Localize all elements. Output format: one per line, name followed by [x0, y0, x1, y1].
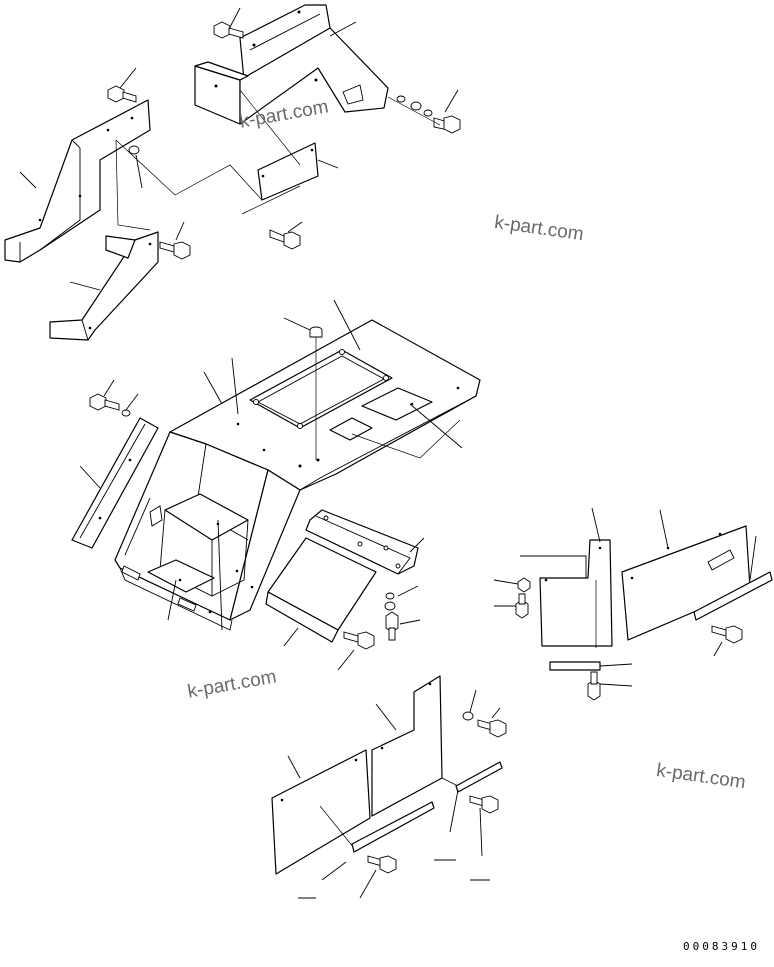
leader-line: [409, 537, 425, 553]
plug-icon: [309, 326, 323, 338]
leader-line: [283, 627, 299, 647]
bolt-icon: [711, 625, 743, 644]
leader-line: [333, 299, 361, 351]
leader-line: [79, 465, 101, 489]
centerline: [319, 805, 355, 849]
document-number: 00083910: [683, 940, 760, 953]
bolt-icon: [587, 671, 601, 701]
washer-icon: [462, 711, 474, 721]
leader-line: [469, 689, 477, 713]
left-frame: [4, 99, 151, 263]
leader-line: [359, 869, 377, 899]
lower-left-bracket: [49, 231, 159, 341]
right-angled-plate: [621, 525, 751, 641]
leader-line: [175, 221, 185, 241]
leader-line: [375, 703, 397, 731]
leader-line: [479, 807, 483, 857]
right-flat-plate: [520, 539, 613, 647]
leader-line: [449, 789, 459, 833]
leader-line: [119, 67, 137, 89]
bolt-icon: [469, 795, 499, 814]
leader-line: [713, 641, 723, 657]
leader-line: [103, 379, 115, 397]
bolt-icon: [213, 21, 244, 39]
bolt-icon: [367, 855, 397, 874]
centerline: [239, 89, 301, 166]
washer-icon: [128, 145, 140, 155]
bolt-icon: [269, 229, 301, 250]
leader-line: [321, 861, 347, 881]
upper-bracket-assembly: [194, 4, 389, 125]
leader-line: [167, 579, 177, 621]
centerline: [115, 139, 263, 201]
washer-stack-icon: [396, 95, 461, 134]
small-plate: [257, 142, 319, 201]
main-box-frame: [114, 319, 481, 631]
leader-line: [135, 154, 143, 189]
leader-line: [491, 707, 501, 719]
bolt-icon: [515, 593, 529, 619]
fastener-stack-icon: [384, 592, 399, 641]
leader-line: [599, 683, 633, 687]
leader-line: [591, 507, 601, 543]
bottom-strip: [351, 801, 435, 853]
lower-strip: [549, 661, 601, 671]
leader-line: [287, 221, 303, 233]
leader-line: [125, 393, 139, 411]
leader-line: [329, 21, 357, 37]
bolt-icon: [159, 241, 191, 260]
left-strip: [71, 417, 159, 549]
leader-line: [317, 159, 339, 169]
leader-line: [217, 519, 223, 631]
leader-line: [231, 357, 239, 415]
leader-line: [69, 281, 101, 291]
centerline: [115, 139, 151, 231]
leader-line: [659, 509, 669, 549]
leader-line: [599, 663, 633, 667]
right-strip: [693, 571, 773, 621]
bottom-large-panel: [271, 749, 371, 875]
bolt-icon: [107, 85, 137, 103]
bolt-icon: [89, 393, 131, 417]
leader-line: [203, 371, 223, 405]
leader-line: [19, 171, 37, 189]
leader-line: [409, 403, 463, 449]
front-cover-panel: [265, 537, 377, 643]
bolt-icon: [477, 719, 507, 738]
leader-line: [397, 585, 419, 597]
leader-line: [493, 579, 519, 585]
side-strip: [455, 761, 503, 793]
channel-bracket: [305, 509, 419, 575]
bottom-upright-panel: [371, 675, 443, 817]
centerline: [387, 96, 441, 126]
leader-line: [399, 619, 421, 625]
bolt-icon: [343, 631, 375, 650]
centerline: [351, 419, 461, 459]
leader-line: [444, 89, 459, 113]
centerline: [241, 185, 301, 215]
leader-line: [283, 317, 311, 331]
leader-line: [337, 649, 355, 671]
leader-line: [287, 755, 301, 779]
nut-icon: [517, 577, 531, 593]
leader-line: [749, 535, 757, 581]
leader-line: [228, 7, 241, 30]
